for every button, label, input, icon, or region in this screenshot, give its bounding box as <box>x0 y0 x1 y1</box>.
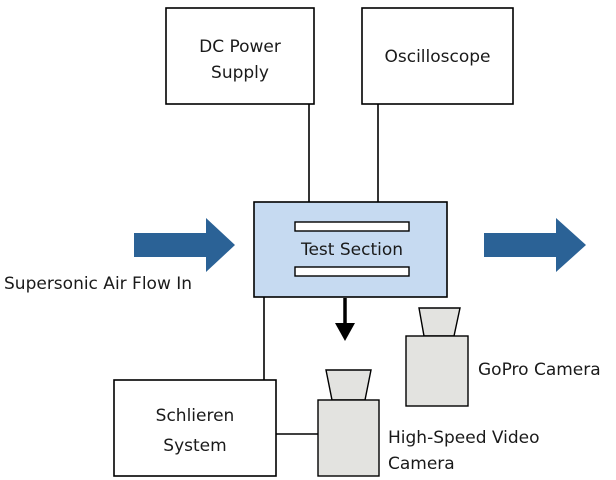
flow-out-arrow <box>484 218 586 272</box>
lower-electrode <box>294 266 410 277</box>
gopro-camera <box>405 307 469 407</box>
schlieren-system-box: Schlieren System <box>113 379 277 477</box>
upper-electrode <box>294 221 410 232</box>
schlieren-label-line1: Schlieren <box>156 406 235 426</box>
down-arrow <box>335 298 355 341</box>
schlieren-label-line2: System <box>163 436 226 456</box>
dc-power-label-line2: Supply <box>211 63 269 83</box>
oscilloscope-box: Oscilloscope <box>361 7 514 105</box>
airflow-in-label: Supersonic Air Flow In <box>4 274 192 294</box>
flow-in-arrow <box>134 218 235 272</box>
high-speed-video-camera <box>317 369 380 477</box>
high-speed-camera-label-line1: High-Speed Video <box>388 428 540 448</box>
test-section-label: Test Section <box>300 240 403 260</box>
oscilloscope-label: Oscilloscope <box>384 47 490 67</box>
dc-power-supply-box: DC Power Supply <box>165 7 315 105</box>
dc-power-label-line1: DC Power <box>199 37 281 57</box>
high-speed-camera-label-line2: Camera <box>388 454 455 474</box>
gopro-label: GoPro Camera <box>478 360 601 380</box>
test-section-box: Test Section <box>253 201 448 298</box>
